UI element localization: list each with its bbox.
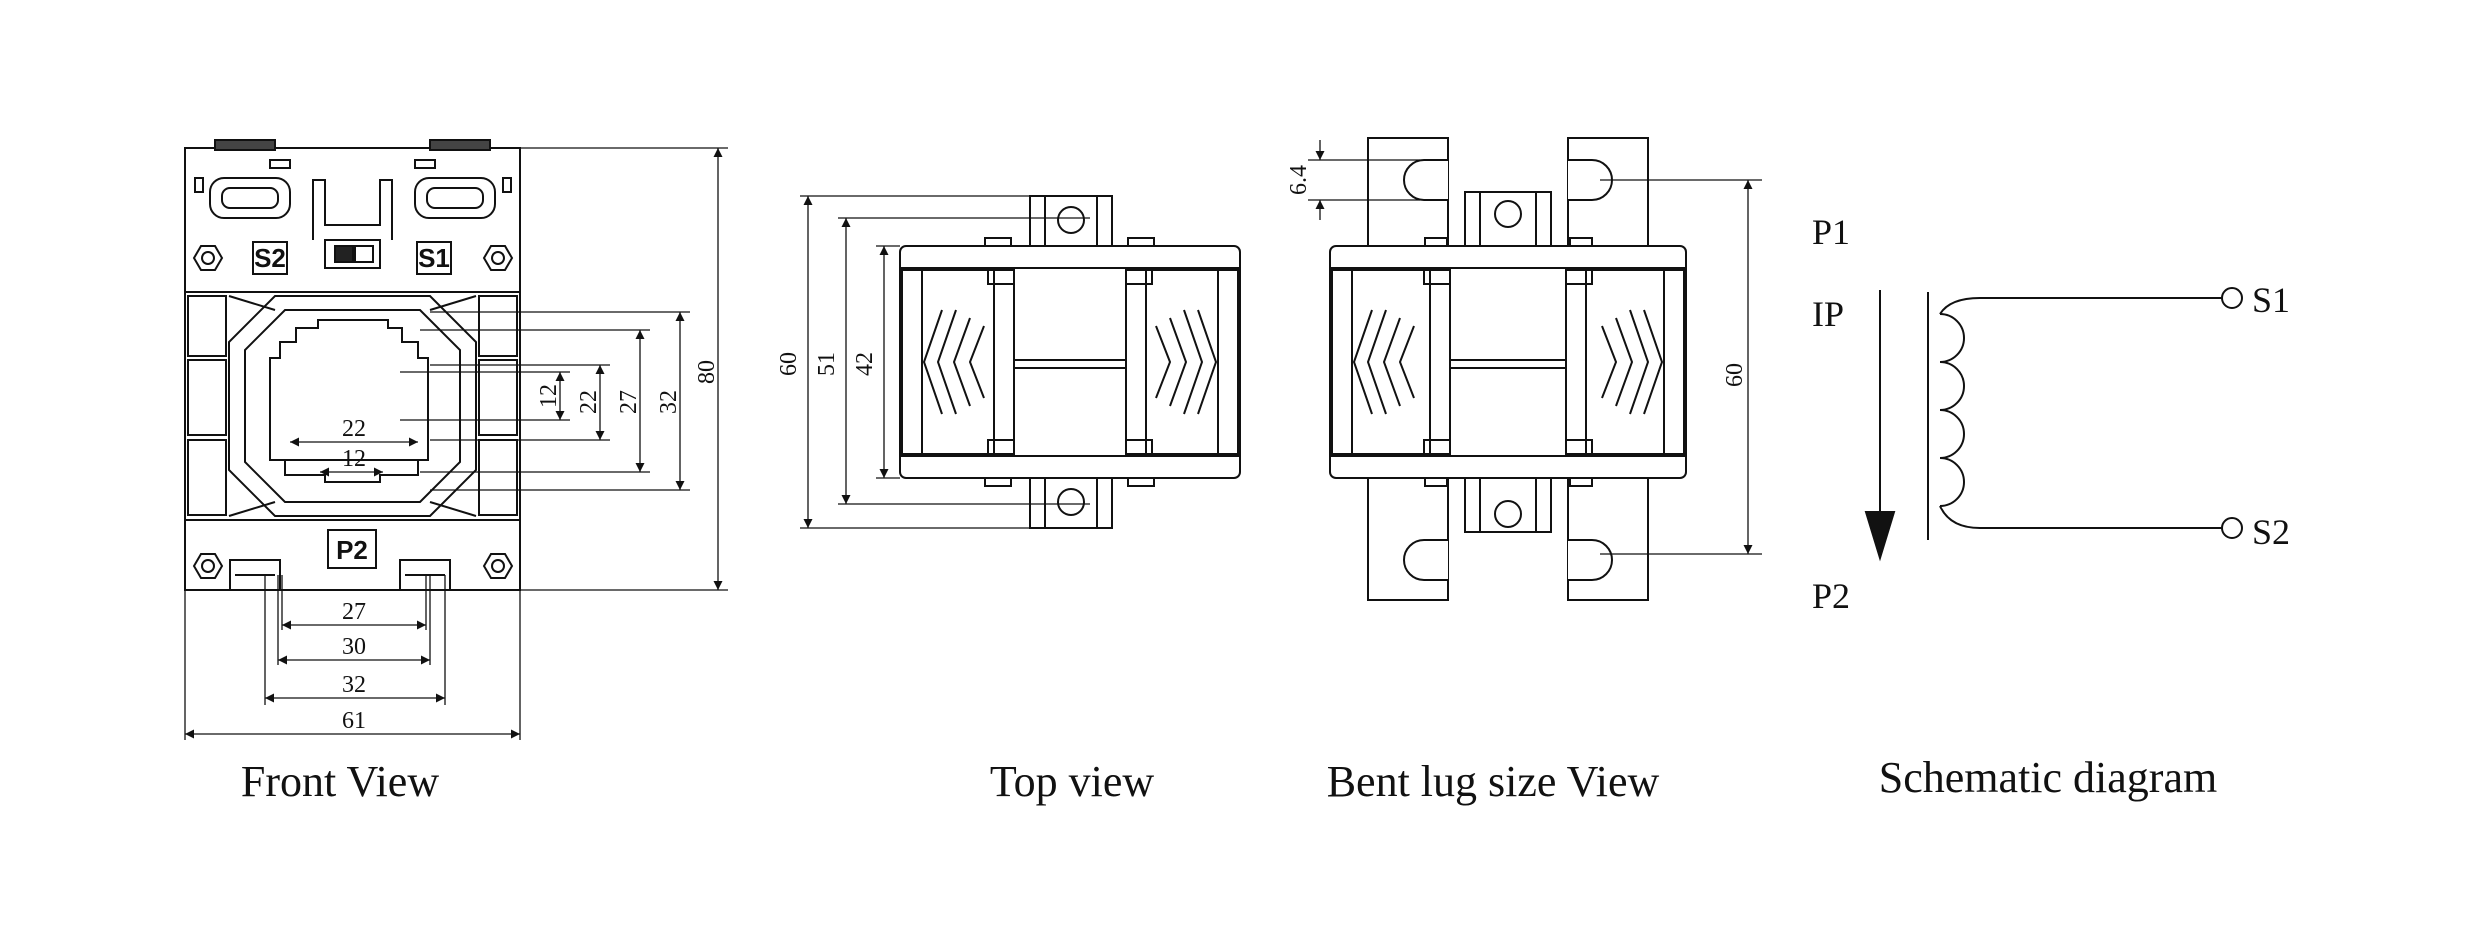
- dim-top-42: 42: [852, 352, 878, 376]
- front-dimensions: [184, 147, 728, 740]
- dim-bottom-32: 32: [342, 672, 366, 698]
- s2-lead: [1939, 505, 2222, 529]
- caption-schematic: Schematic diagram: [1879, 753, 2217, 802]
- schematic-s2: S2: [2252, 512, 2290, 552]
- terminal-p2-label: P2: [336, 535, 368, 565]
- s2-terminal-icon: [2221, 517, 2243, 539]
- dim-top-51: 51: [814, 352, 840, 376]
- bent-dimensions: [1308, 140, 1762, 555]
- dim-bent-60: 60: [1722, 363, 1748, 387]
- front-view: [184, 139, 521, 591]
- dim-inner-12: 12: [342, 446, 366, 472]
- terminal-s1-box: [416, 241, 452, 275]
- caption-bent-lug-view: Bent lug size View: [1327, 757, 1660, 806]
- schematic-p1: P1: [1812, 212, 1850, 252]
- schematic: [1864, 287, 2243, 562]
- front-terminal-labels: S2 S1 P2: [252, 241, 452, 569]
- dim-lug-6-4: 6.4: [1286, 165, 1312, 195]
- schematic-labels: P1 IP P2 S1 S2: [1812, 212, 2290, 616]
- dim-right-22: 22: [576, 390, 602, 414]
- dim-right-80: 80: [694, 360, 720, 384]
- terminal-s1-label: S1: [418, 243, 450, 273]
- s1-lead: [1939, 297, 2222, 315]
- top-view: [899, 195, 1241, 529]
- schematic-s1: S1: [2252, 280, 2290, 320]
- schematic-p2: P2: [1812, 576, 1850, 616]
- terminal-p2-box: [327, 529, 377, 569]
- dim-right-27: 27: [616, 390, 642, 414]
- s1-terminal-icon: [2221, 287, 2243, 309]
- dim-bottom-61: 61: [342, 708, 366, 734]
- dim-bottom-30: 30: [342, 634, 366, 660]
- caption-front-view: Front View: [241, 757, 439, 806]
- bent-lug-view: [1329, 137, 1687, 601]
- caption-top-view: Top view: [990, 757, 1155, 806]
- front-dimension-labels: 22 12 12 22 27 32 80 27 30 32 61: [342, 360, 720, 734]
- primary-arrow-icon: [1864, 511, 1896, 562]
- terminal-s2-box: [252, 241, 288, 275]
- schematic-ip: IP: [1812, 294, 1844, 334]
- top-dimensions: [800, 195, 1090, 529]
- terminal-s2-label: S2: [254, 243, 286, 273]
- dim-inner-22: 22: [342, 416, 366, 442]
- captions: Front View Top view Bent lug size View S…: [241, 753, 2217, 806]
- bent-dimension-labels: 6.4 60: [1286, 165, 1748, 387]
- dim-right-12: 12: [536, 384, 562, 408]
- dim-top-60: 60: [776, 352, 802, 376]
- dim-right-32: 32: [656, 390, 682, 414]
- dim-bottom-27: 27: [342, 599, 366, 625]
- secondary-coil: [1939, 313, 1965, 507]
- top-dimension-labels: 60 51 42: [776, 352, 878, 376]
